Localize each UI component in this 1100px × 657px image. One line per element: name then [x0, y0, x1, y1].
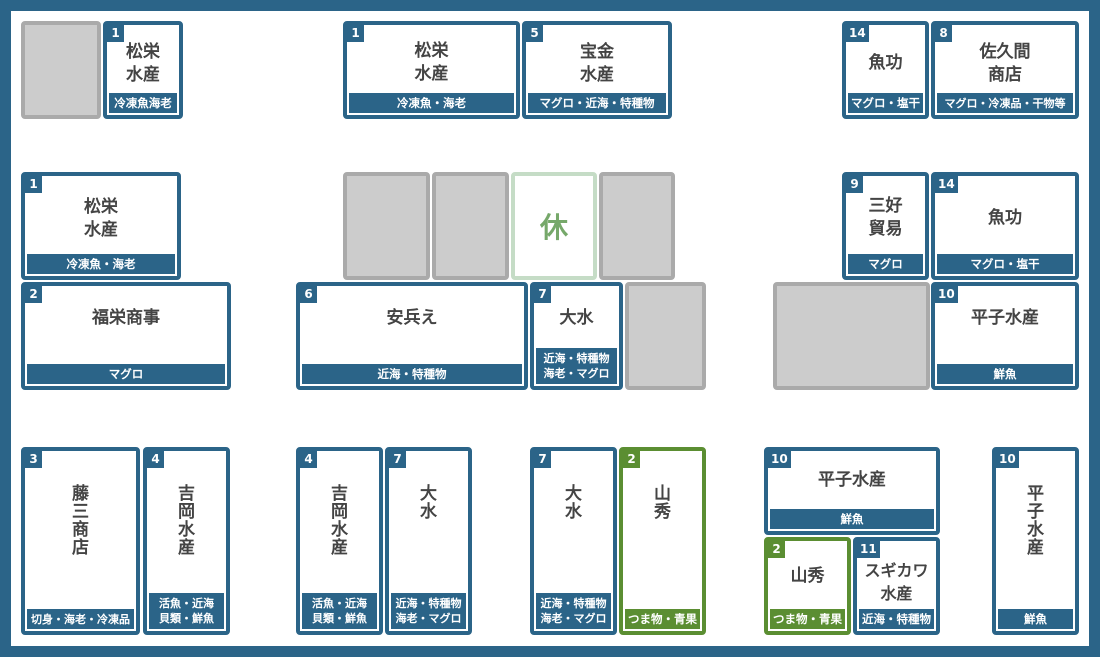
stall-card[interactable]: 1 松栄 水産 冷凍魚海老 [103, 21, 183, 119]
stall-category: マグロ [27, 364, 225, 384]
stall-category: 冷凍魚・海老 [349, 93, 514, 113]
stall-category: マグロ・近海・特種物 [528, 93, 666, 113]
stall-name: 佐久間 商店 [979, 42, 1031, 85]
stall-name: 松栄 水産 [414, 41, 449, 84]
stall-name: 平子水産 [971, 308, 1039, 328]
stall-category: つま物・青果 [625, 609, 700, 629]
stall-category: 冷凍魚海老 [109, 93, 177, 113]
stall-name: 安兵え [386, 308, 438, 328]
stall-name: 大 水 [420, 484, 437, 522]
stall-category: マグロ・塩干 [848, 93, 923, 113]
stall-category: 切身・海老・冷凍品 [27, 609, 134, 629]
stall-category: 近海・特種物 海老・マグロ [391, 593, 466, 629]
stall-category: 活魚・近海 貝類・鮮魚 [149, 593, 224, 629]
stall-number: 1 [347, 25, 364, 42]
stall-name: 魚功 [868, 53, 903, 73]
stall-number: 2 [623, 451, 640, 468]
stall-category: つま物・青果 [770, 609, 845, 629]
stall-number: 2 [768, 541, 785, 558]
stall-card[interactable]: 5 宝金 水産 マグロ・近海・特種物 [522, 21, 672, 119]
stall-number: 9 [846, 176, 863, 193]
stall-name: 藤 三 商 店 [72, 484, 89, 558]
stall-number: 5 [526, 25, 543, 42]
stall-category: 冷凍魚・海老 [27, 254, 175, 274]
stall-card[interactable]: 2 福栄商事 マグロ [21, 282, 231, 390]
stall-card[interactable]: 2 山秀 つま物・青果 [764, 537, 851, 635]
stall-card[interactable]: 10 平 子 水 産 鮮魚 [992, 447, 1079, 635]
stall-card[interactable]: 10 平子水産 鮮魚 [764, 447, 940, 535]
stall-category: 鮮魚 [770, 509, 934, 529]
stall-card[interactable]: 4 吉 岡 水 産 活魚・近海 貝類・鮮魚 [296, 447, 383, 635]
closed-mark: 休 [539, 211, 568, 244]
stall-card[interactable]: 6 安兵え 近海・特種物 [296, 282, 528, 390]
stall-category: マグロ・冷凍品・干物等 [937, 93, 1073, 113]
stall-category: 近海・特種物 [859, 609, 934, 629]
stall-name: スギカワ 水産 [864, 561, 929, 603]
stall-name: 松栄 水産 [84, 197, 118, 240]
stall-category: 鮮魚 [998, 609, 1073, 629]
stall-number: 2 [25, 286, 42, 303]
stall-name: 魚功 [988, 208, 1022, 228]
stall-name: 吉 岡 水 産 [331, 484, 348, 558]
stall-number: 14 [935, 176, 958, 193]
stall-name: 平子水産 [818, 470, 886, 490]
stall-card[interactable]: 4 吉 岡 水 産 活魚・近海 貝類・鮮魚 [143, 447, 230, 635]
stall-card[interactable]: 9 三好 貿易 マグロ [842, 172, 929, 280]
stall-name: 松栄 水産 [126, 42, 160, 85]
stall-number: 11 [857, 541, 880, 558]
stall-number: 3 [25, 451, 42, 468]
stall-category: 活魚・近海 貝類・鮮魚 [302, 593, 377, 629]
stall-card[interactable]: 1 松栄 水産 冷凍魚・海老 [343, 21, 520, 119]
stall-number: 6 [300, 286, 317, 303]
empty-stall [343, 172, 430, 280]
stall-category: マグロ [848, 254, 923, 274]
stall-number: 4 [300, 451, 317, 468]
stall-number: 8 [935, 25, 952, 42]
stall-number: 1 [107, 25, 124, 42]
stall-number: 10 [996, 451, 1019, 468]
stall-card[interactable]: 7 大 水 近海・特種物 海老・マグロ [530, 447, 617, 635]
stall-name: 山 秀 [654, 484, 671, 522]
stall-name: 三好 貿易 [868, 196, 903, 239]
empty-stall [432, 172, 509, 280]
stall-name: 平 子 水 産 [1027, 484, 1044, 558]
stall-number: 7 [534, 286, 551, 303]
stall-card[interactable]: 7 大 水 近海・特種物 海老・マグロ [385, 447, 472, 635]
stall-category: 近海・特種物 [302, 364, 522, 384]
empty-stall [625, 282, 706, 390]
stall-category: 鮮魚 [937, 364, 1073, 384]
stall-card[interactable]: 14 魚功 マグロ・塩干 [931, 172, 1079, 280]
stall-number: 14 [846, 25, 869, 42]
stall-card[interactable]: 10 平子水産 鮮魚 [931, 282, 1079, 390]
stall-number: 4 [147, 451, 164, 468]
stall-number: 10 [935, 286, 958, 303]
empty-stall [773, 282, 930, 390]
stall-number: 7 [389, 451, 406, 468]
stall-name: 吉 岡 水 産 [178, 484, 195, 558]
stall-name: 大 水 [565, 484, 582, 522]
stall-card[interactable]: 3 藤 三 商 店 切身・海老・冷凍品 [21, 447, 140, 635]
empty-stall [21, 21, 101, 119]
stall-category: 近海・特種物 海老・マグロ [536, 348, 617, 384]
stall-number: 7 [534, 451, 551, 468]
stall-card[interactable]: 8 佐久間 商店 マグロ・冷凍品・干物等 [931, 21, 1079, 119]
stall-name: 福栄商事 [92, 308, 160, 328]
stall-name: 山秀 [790, 566, 825, 586]
stall-card[interactable]: 14 魚功 マグロ・塩干 [842, 21, 929, 119]
stall-card[interactable]: 1 松栄 水産 冷凍魚・海老 [21, 172, 181, 280]
stall-card[interactable]: 2 山 秀 つま物・青果 [619, 447, 706, 635]
stall-card[interactable]: 11 スギカワ 水産 近海・特種物 [853, 537, 940, 635]
stall-name: 大水 [559, 308, 594, 328]
closed-stall: 休 [511, 172, 597, 280]
empty-stall [599, 172, 675, 280]
stall-number: 10 [768, 451, 791, 468]
stall-name: 宝金 水産 [580, 42, 614, 85]
stall-category: 近海・特種物 海老・マグロ [536, 593, 611, 629]
stall-category: マグロ・塩干 [937, 254, 1073, 274]
stall-card[interactable]: 7 大水 近海・特種物 海老・マグロ [530, 282, 623, 390]
stall-number: 1 [25, 176, 42, 193]
